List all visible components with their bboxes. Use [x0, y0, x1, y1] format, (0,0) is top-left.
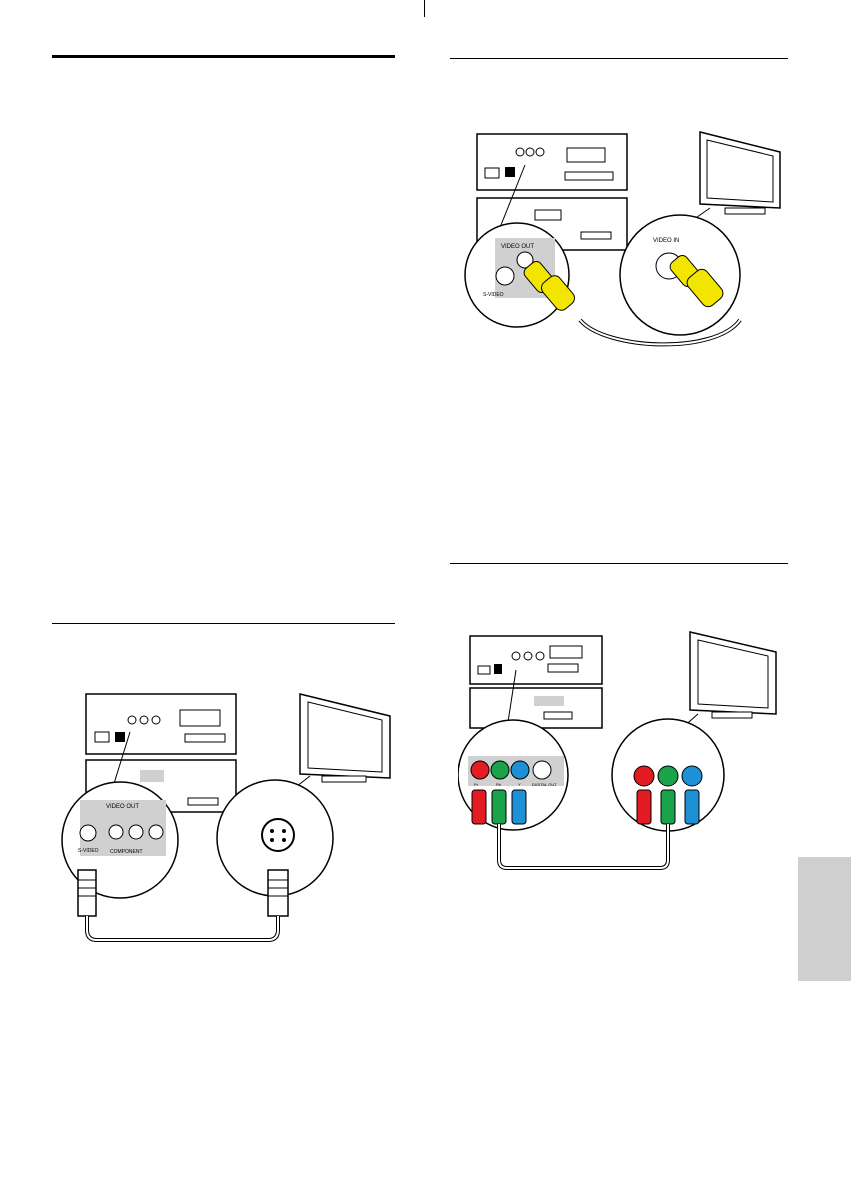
- composite-section-rule: [450, 58, 788, 59]
- svideo-plug-left-icon: [77, 869, 97, 917]
- tv-icon: [689, 631, 777, 719]
- jack-label-pr: Pr: [474, 782, 479, 787]
- video-out-label: VIDEO OUT: [106, 804, 139, 810]
- composite-video-diagram: VIDEO OUT S-VIDEO VIDEO IN: [464, 131, 781, 347]
- component-jack-label: COMPONENT: [110, 849, 143, 855]
- component-plugs-right-icon: [636, 789, 700, 825]
- main-unit-top: [469, 635, 603, 685]
- jack-label-pb: Pb: [496, 782, 502, 787]
- jack-label-digital-out: DIGITAL OUT: [532, 782, 557, 787]
- tv-icon: [299, 693, 391, 783]
- column-divider: [424, 0, 425, 17]
- tv-icon: [699, 131, 781, 215]
- language-side-tab: [798, 857, 851, 981]
- section-heading-rule: [52, 55, 395, 58]
- svideo-section-rule: [52, 623, 395, 624]
- svideo-jack-label: S-VIDEO: [78, 848, 99, 854]
- svideo-jack-label: S-VIDEO: [483, 292, 504, 298]
- component-plugs-left-icon: [471, 789, 527, 825]
- component-section-rule: [450, 563, 788, 564]
- component-cable: [497, 824, 670, 870]
- video-out-label: VIDEO OUT: [501, 244, 534, 250]
- video-in-label: VIDEO IN: [653, 238, 679, 244]
- svideo-cable: [85, 916, 280, 942]
- jack-label-y: Y: [518, 782, 521, 787]
- yellow-plug-left-icon: [523, 261, 575, 311]
- svideo-plug-right-icon: [267, 869, 289, 917]
- yellow-plug-right-icon: [669, 255, 724, 308]
- component-video-diagram: Pr Pb Y DIGITAL OUT: [458, 631, 777, 870]
- main-unit-bottom: [469, 687, 603, 729]
- svideo-diagram: VIDEO OUT S-VIDEO COMPONENT: [61, 693, 391, 942]
